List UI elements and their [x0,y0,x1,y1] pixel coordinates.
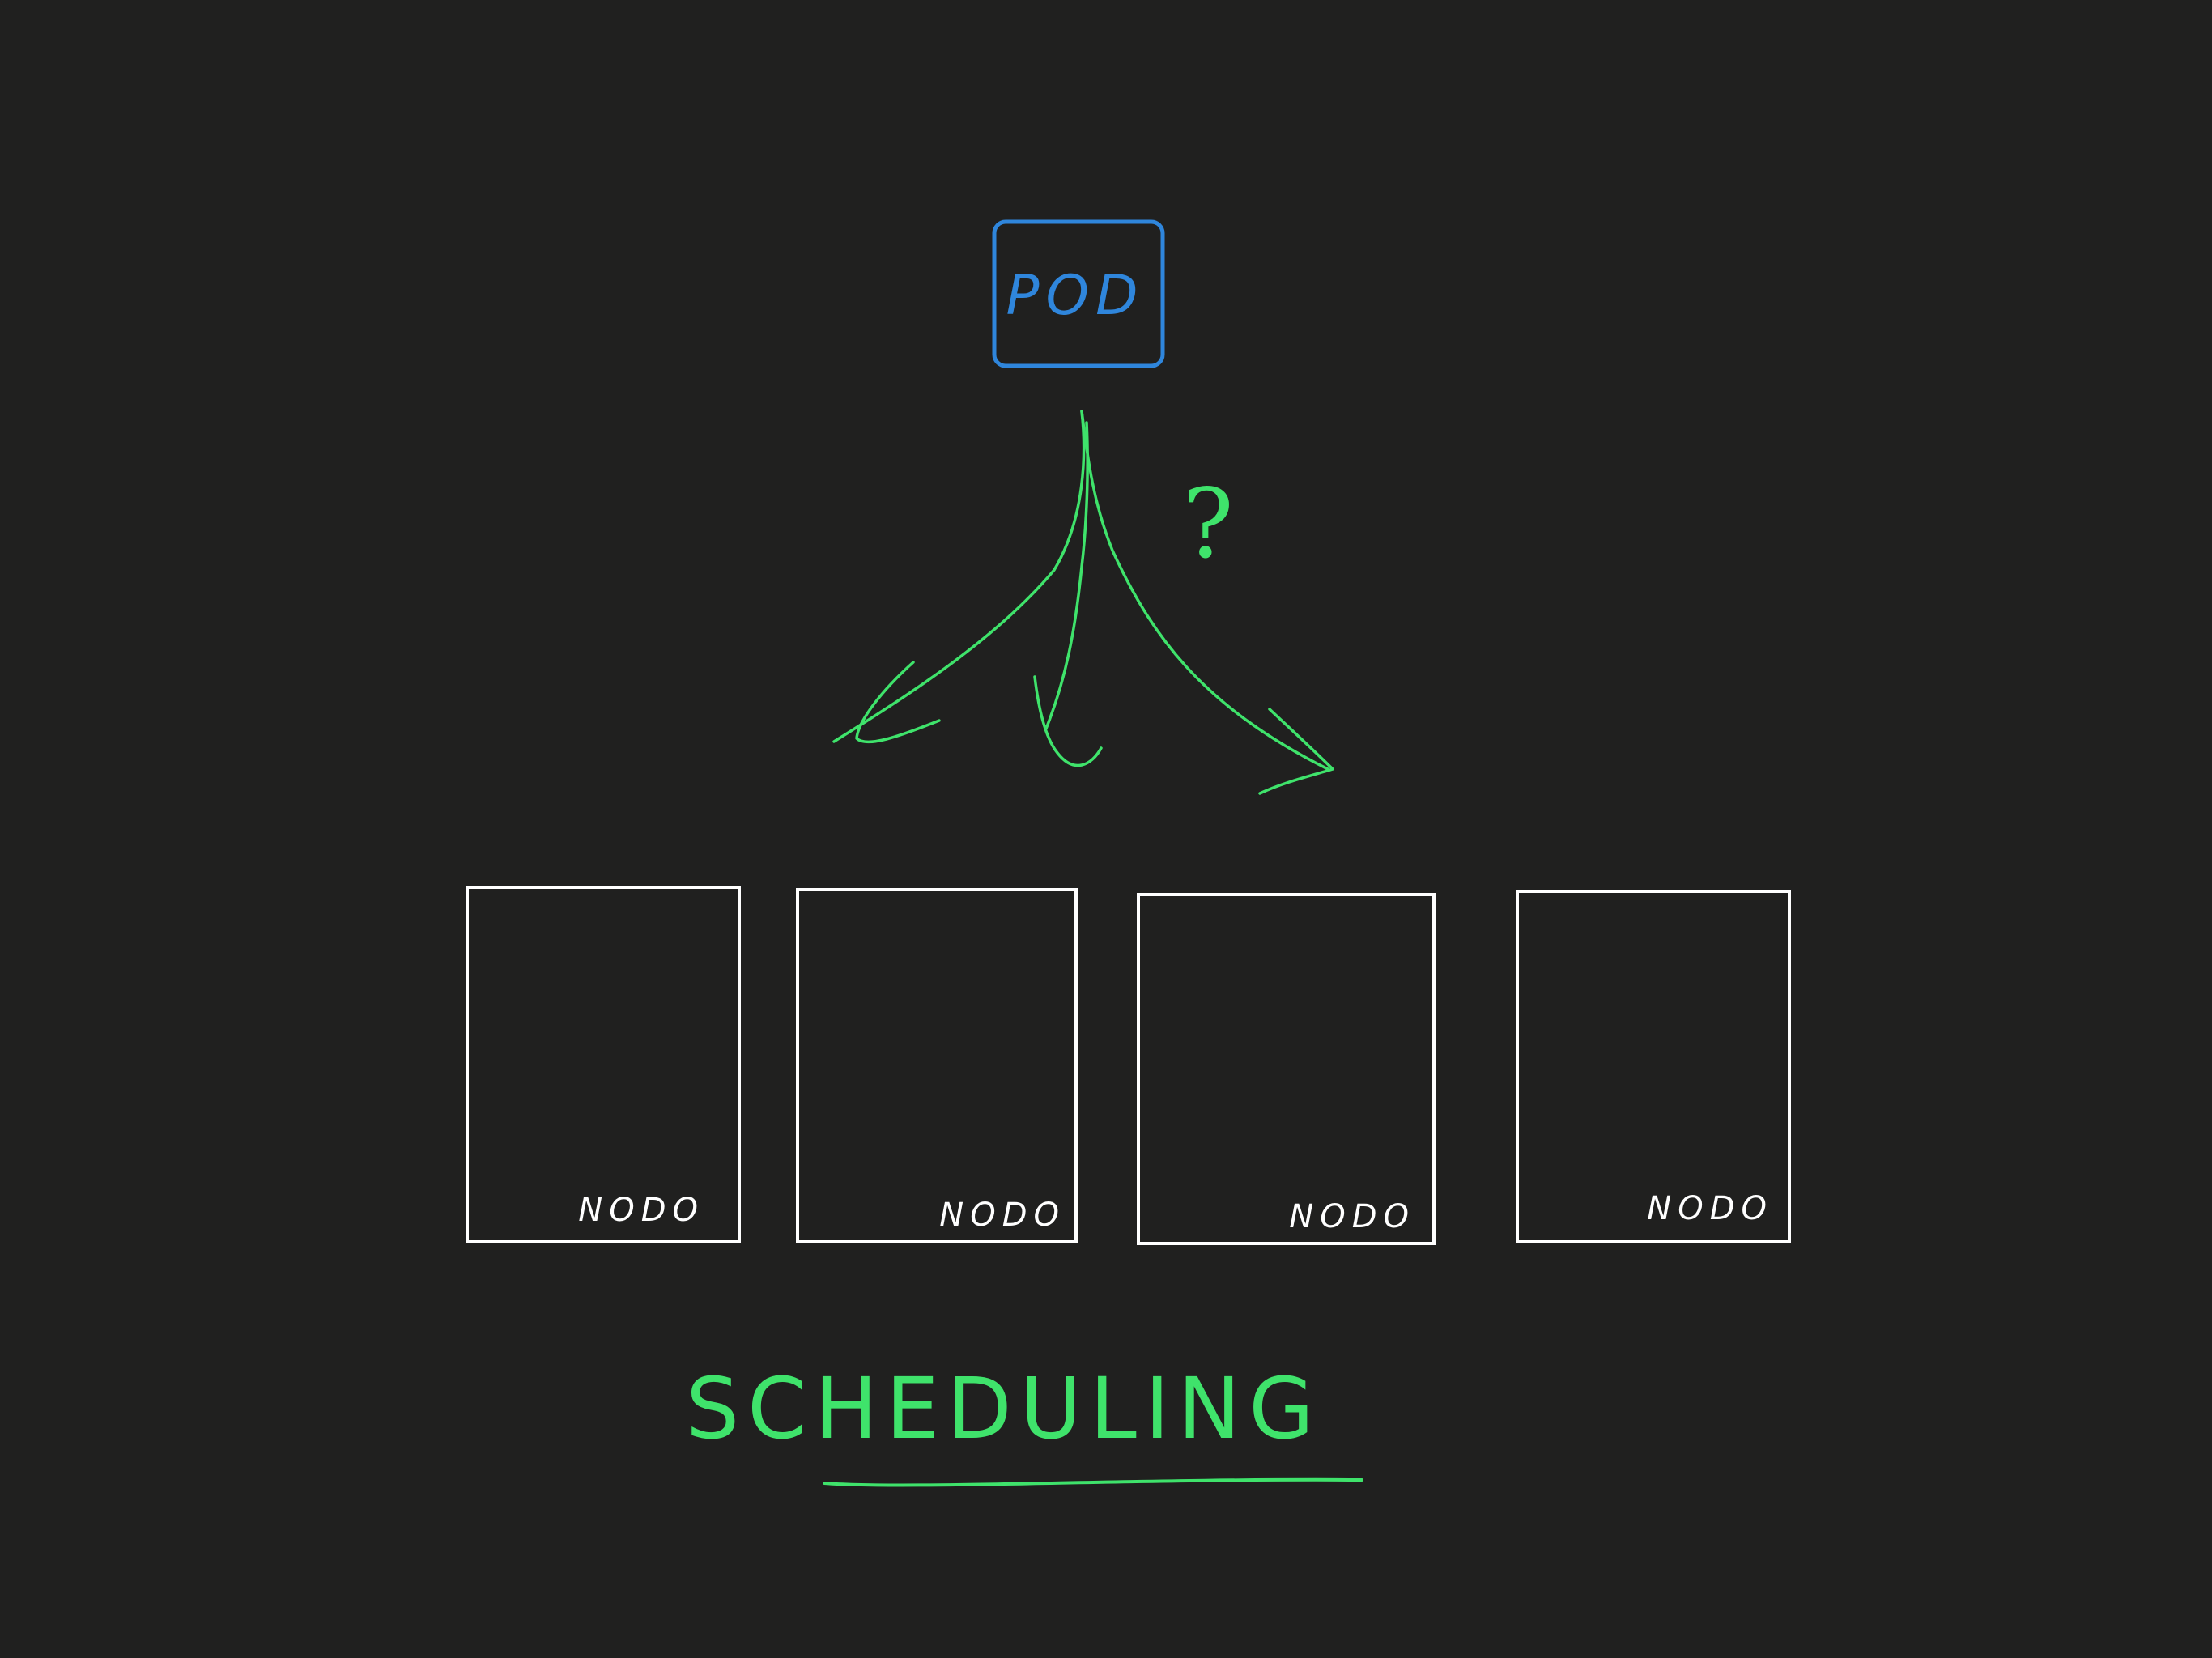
arrow-right [1080,410,1329,771]
nodes-group [466,886,1791,1245]
pod-box [992,219,1165,368]
arrow-middle-head [1033,675,1103,767]
node-box-2 [796,888,1078,1244]
node-label-2: NODO [939,1197,1066,1234]
arrow-right-head [1258,708,1334,795]
arrow-left-head [855,661,941,744]
question-mark: ? [1182,468,1233,580]
node-box-4 [1516,890,1791,1244]
node-label-1: NODO [578,1192,704,1229]
pod-label: POD [1006,264,1145,328]
node-box-1 [466,886,741,1244]
title-underline [823,1477,1363,1487]
node-label-4: NODO [1647,1190,1773,1227]
node-label-3: NODO [1289,1198,1415,1235]
pod-group: POD [992,219,1165,368]
arrow-middle [1044,421,1089,730]
scheduling-arrows [832,410,1334,795]
node-box-3 [1137,893,1436,1245]
arrow-left [832,410,1086,743]
node-labels: NODO NODO NODO NODO [578,1190,1773,1235]
diagram-title: SCHEDULING [686,1359,1322,1458]
